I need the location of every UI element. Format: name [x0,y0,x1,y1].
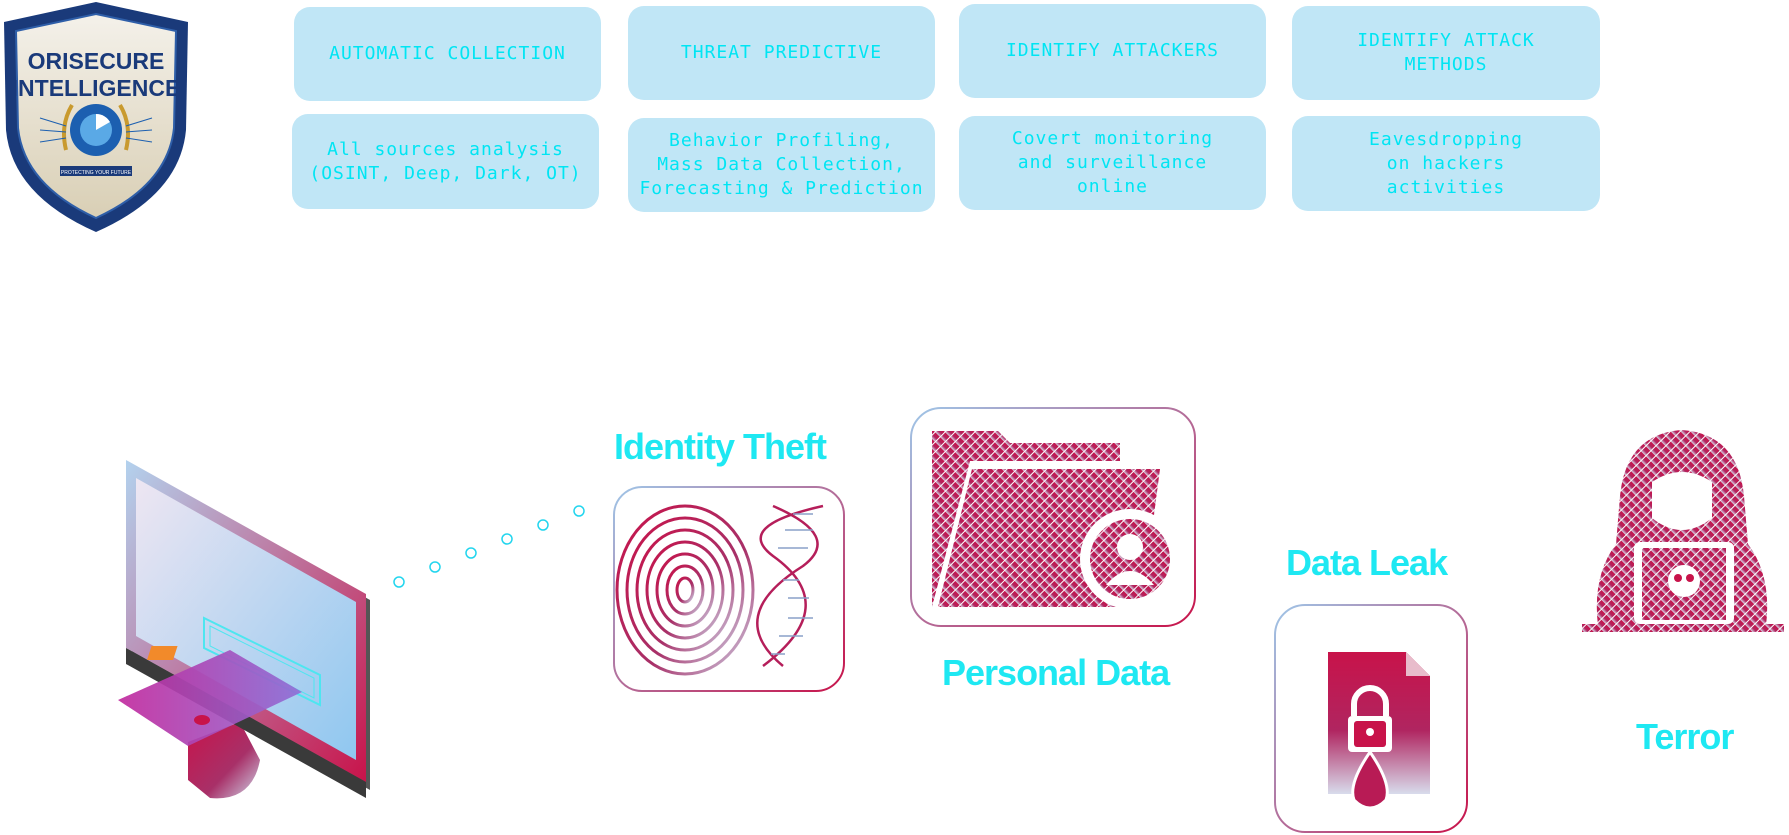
personal-data-frame [910,407,1196,629]
logo-line1: ORISECURE [28,48,165,74]
capability-detail-1: All sources analysis (OSINT, Deep, Dark,… [292,114,599,209]
capability-title-1: AUTOMATIC COLLECTION [294,7,601,101]
hooded-hacker-icon [1582,430,1784,632]
data-leak-frame [1274,604,1468,834]
capability-detail-4: Eavesdropping on hackers activities [1292,116,1600,211]
identity-theft-label: Identity Theft [614,426,827,467]
personal-data-label: Personal Data [942,652,1170,693]
data-leak-label: Data Leak [1286,542,1448,583]
hacker-illustration [1576,426,1789,658]
computer-card-icon [118,460,370,799]
shield-logo-icon: ORISECURE INTELLIGENCE PROTECTING YOUR F… [4,2,188,232]
identity-theft-frame [613,486,845,692]
orisecure-logo: ORISECURE INTELLIGENCE PROTECTING YOUR F… [0,0,192,234]
capability-detail-2: Behavior Profiling, Mass Data Collection… [628,118,935,212]
capability-detail-3: Covert monitoring and surveillance onlin… [959,116,1266,210]
logo-line2: INTELLIGENCE [12,75,181,101]
dna-icon [756,504,824,667]
terror-label: Terror [1636,716,1734,757]
leaking-document-icon [1328,652,1430,810]
user-folder-icon [932,431,1180,609]
capability-title-4: IDENTIFY ATTACK METHODS [1292,6,1600,100]
computer-illustration [110,460,380,810]
connector-dots [390,500,590,600]
capability-title-3: IDENTIFY ATTACKERS [959,4,1266,98]
logo-tagline: PROTECTING YOUR FUTURE [61,170,132,176]
capability-title-2: THREAT PREDICTIVE [628,6,935,100]
fingerprint-icon [615,504,755,676]
